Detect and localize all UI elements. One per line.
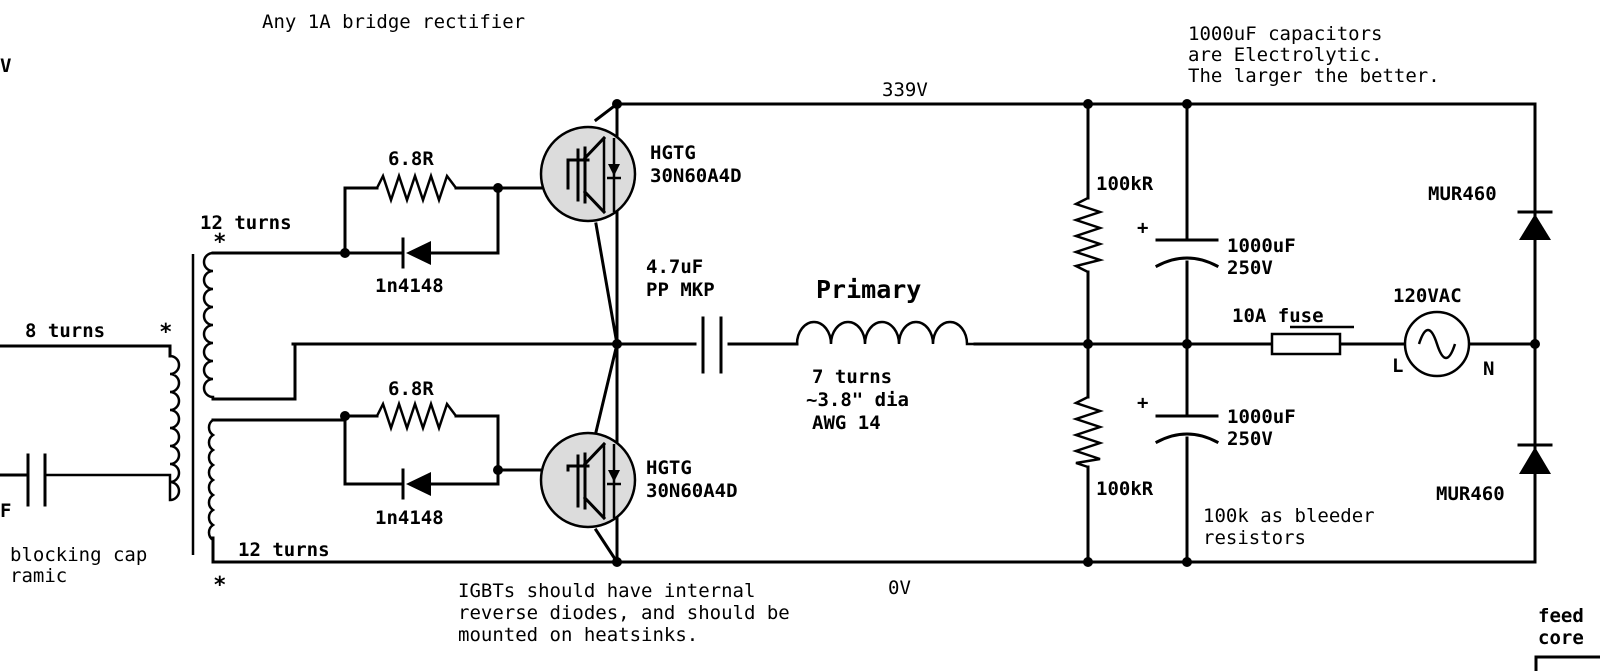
diode-top-symbol (1517, 210, 1553, 240)
blocking-capacitor-symbol (0, 453, 47, 507)
secondary-bottom-turns: 12 turns (238, 539, 330, 561)
bleeder-resistor-top-symbol (1072, 196, 1105, 274)
igbt-top-symbol (539, 125, 637, 223)
transformer-primary-winding (45, 354, 181, 502)
gate-resistor-bottom-symbol (375, 400, 457, 432)
cap-top-value: 1000uF (1227, 235, 1296, 257)
igbt-top-part-line1: HGTG (650, 142, 696, 164)
gate-resistor-top-label: 6.8R (388, 148, 434, 170)
diode-top-label: MUR460 (1428, 183, 1497, 205)
gate-diode-top-label: 1n4148 (375, 275, 444, 297)
blocking-cap-note-line2: ramic (10, 565, 67, 587)
caps-note-line3: The larger the better. (1188, 65, 1440, 87)
secondary-bottom-dot: * (214, 573, 226, 598)
tank-capacitor-symbol (701, 316, 723, 374)
secondary-top-dot: * (214, 230, 226, 255)
source-voltage-label: 120VAC (1393, 285, 1462, 307)
igbt-note-line1: IGBTs should have internal (458, 580, 755, 602)
primary-coil-symbol (795, 320, 975, 346)
fuse-symbol (1270, 332, 1342, 356)
primary-coil-title: Primary (816, 275, 921, 304)
blocking-cap-note-line1: blocking cap (10, 544, 147, 566)
igbt-bottom-part-line1: HGTG (646, 457, 692, 479)
igbt-note-line3: mounted on heatsinks. (458, 624, 698, 646)
gate-diode-bottom-label: 1n4148 (375, 507, 444, 529)
gate-drive-transformer (45, 251, 216, 555)
bleeder-bottom-label: 100kR (1096, 478, 1154, 500)
gate-diode-top-symbol (401, 237, 431, 269)
source-line-terminal: L (1392, 355, 1403, 377)
bridge-rectifier-note: Any 1A bridge rectifier (262, 11, 525, 33)
feed-note-line2: core (1538, 627, 1584, 649)
cap-bottom-voltage: 250V (1227, 428, 1273, 450)
capacitor-bottom-symbol (1154, 414, 1220, 445)
tank-cap-value: 4.7uF (646, 256, 703, 278)
caps-note-line1: 1000uF capacitors (1188, 23, 1382, 45)
capacitor-top-symbol (1154, 238, 1220, 269)
secondary-top-turns: 12 turns (200, 212, 292, 234)
cap-top-voltage: 250V (1227, 257, 1273, 279)
bottom-rail-voltage: 0V (888, 577, 911, 599)
igbt-bottom-part-line2: 30N60A4D (646, 480, 738, 502)
cap-bottom-polarity: + (1137, 392, 1148, 414)
primary-turns: 8 turns (25, 320, 105, 342)
gate-resistor-bottom-label: 6.8R (388, 378, 434, 400)
bleeder-note-line1: 100k as bleeder (1203, 505, 1375, 527)
fuse-label: 10A fuse (1232, 305, 1324, 327)
primary-coil-gauge: AWG 14 (812, 412, 881, 434)
bleeder-note-line2: resistors (1203, 527, 1306, 549)
primary-dot: * (160, 320, 172, 345)
igbt-top-part-line2: 30N60A4D (650, 165, 742, 187)
bleeder-resistor-bottom-symbol (1072, 395, 1104, 469)
caps-note-line2: are Electrolytic. (1188, 44, 1382, 66)
feedback-core-outline (1534, 655, 1600, 671)
igbt-note-line2: reverse diodes, and should be (458, 602, 790, 624)
cap-bottom-value: 1000uF (1227, 406, 1296, 428)
transformer-secondary-top-winding (202, 251, 215, 399)
gate-diode-bottom-symbol (401, 468, 431, 500)
source-neutral-terminal: N (1483, 358, 1494, 380)
diode-bottom-label: MUR460 (1436, 483, 1505, 505)
primary-coil-turns: 7 turns (812, 366, 892, 388)
gate-resistor-top-symbol (375, 172, 457, 204)
diode-bottom-symbol (1517, 443, 1553, 474)
cap-top-polarity: + (1137, 217, 1148, 239)
ac-source-symbol (1403, 310, 1471, 378)
transformer-secondary-bottom-winding (207, 418, 216, 542)
blocking-cap-value-label: F (0, 500, 11, 522)
feed-note-line1: feed (1538, 605, 1584, 627)
tank-cap-type: PP MKP (646, 279, 715, 301)
junction-dots (340, 99, 1540, 567)
primary-coil-diameter: ~3.8" dia (806, 389, 909, 411)
top-rail-voltage: 339V (882, 79, 928, 101)
bleeder-top-label: 100kR (1096, 173, 1154, 195)
left-v-label: V (0, 55, 11, 77)
igbt-bottom-symbol (539, 431, 637, 529)
